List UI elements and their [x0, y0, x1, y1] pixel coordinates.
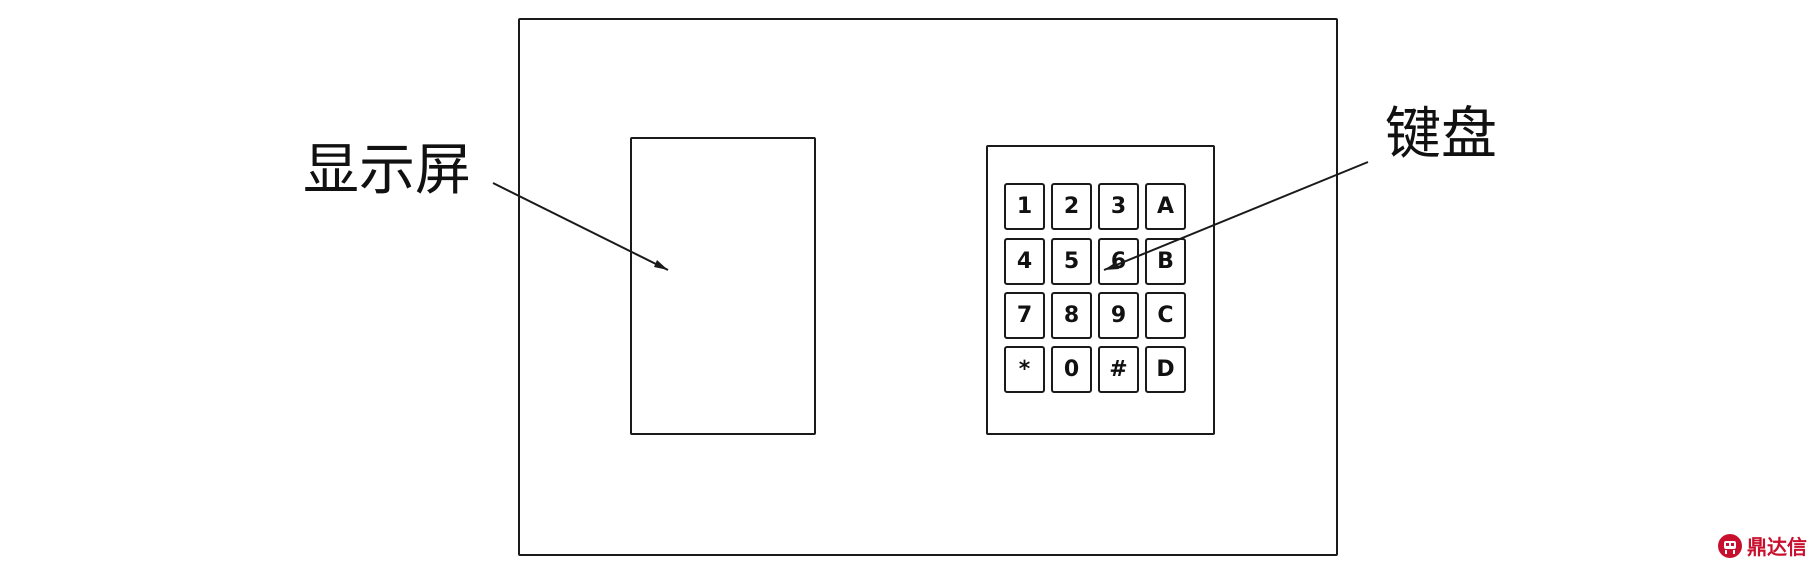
watermark: 鼎达信	[1717, 531, 1807, 560]
keypad-key: 6	[1098, 238, 1139, 285]
keypad-key: 7	[1004, 292, 1045, 339]
keypad-key: 5	[1051, 238, 1092, 285]
screen-label: 显示屏	[303, 138, 471, 203]
keypad-key: *	[1004, 346, 1045, 393]
keypad-key: 9	[1098, 292, 1139, 339]
keypad-key: 1	[1004, 183, 1045, 230]
watermark-text: 鼎达信	[1747, 535, 1807, 559]
keypad-key: 8	[1051, 292, 1092, 339]
keypad-key: C	[1145, 292, 1186, 339]
keypad-key: 2	[1051, 183, 1092, 230]
keypad-key: A	[1145, 183, 1186, 230]
keypad-key: 0	[1051, 346, 1092, 393]
device-panel	[518, 18, 1338, 556]
display-screen	[630, 137, 816, 435]
keypad-key: 3	[1098, 183, 1139, 230]
keypad-key: B	[1145, 238, 1186, 285]
keypad-key: 4	[1004, 238, 1045, 285]
keypad-key: D	[1145, 346, 1186, 393]
watermark-logo-icon	[1718, 533, 1742, 558]
keypad-label: 键盘	[1385, 102, 1497, 167]
keypad-key: #	[1098, 346, 1139, 393]
keypad-frame	[986, 145, 1215, 435]
